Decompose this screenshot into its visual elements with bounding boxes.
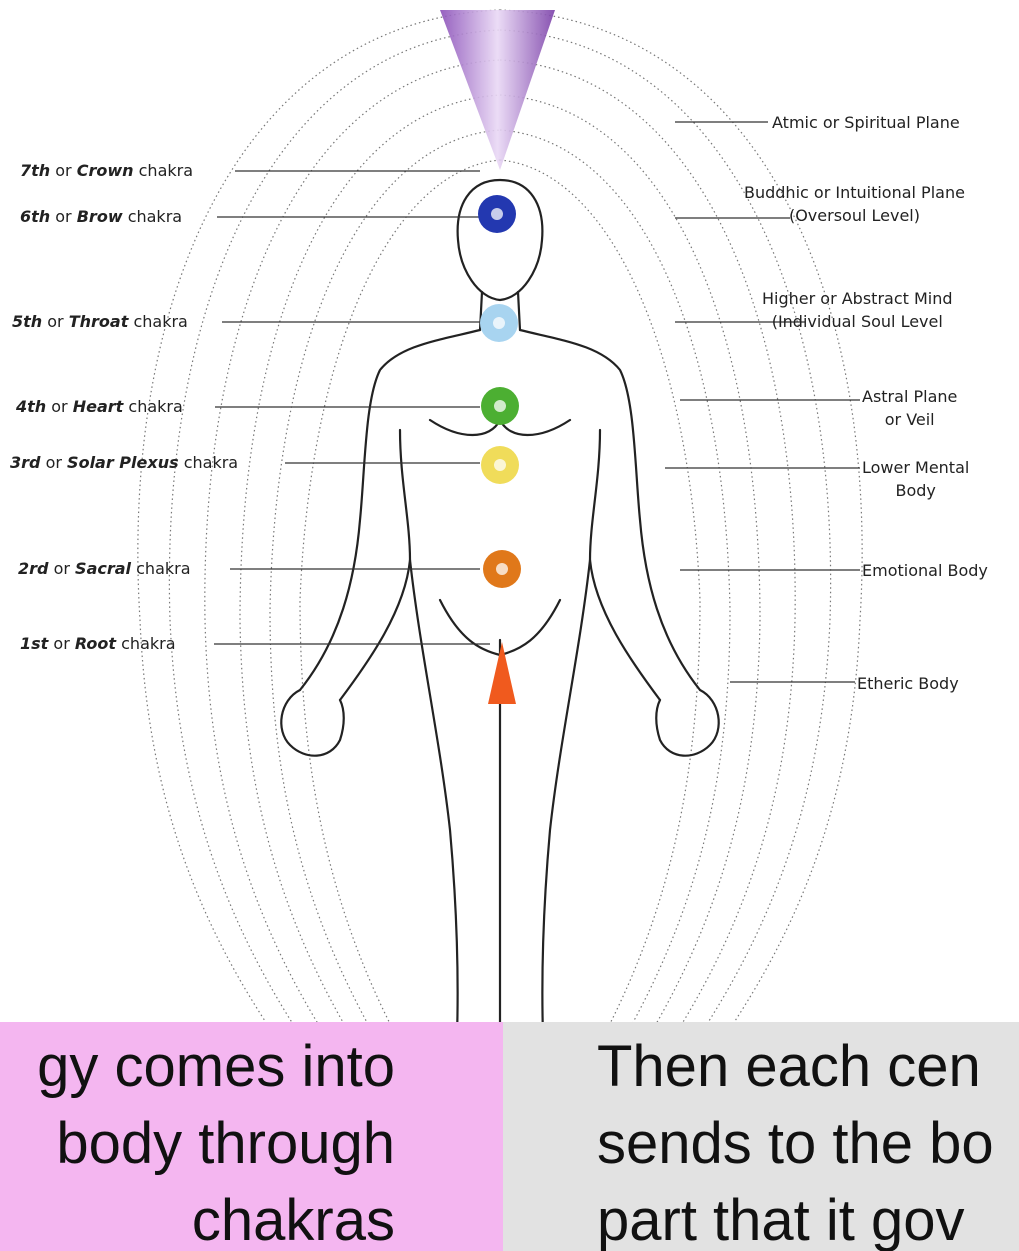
plane-line2: (Oversoul Level)	[744, 204, 965, 227]
caption-left-line-2: body through	[37, 1105, 395, 1182]
caption-right-line-2: sends to the bo	[597, 1105, 994, 1182]
chakra-num: 5th	[12, 312, 42, 331]
plane-line2: Body	[862, 479, 969, 502]
chakra-num: 4th	[16, 397, 46, 416]
chakra-name: Root	[75, 634, 116, 653]
chakra-label-solar-plexus: 3rd or Solar Plexus chakra	[10, 453, 238, 473]
caption-left-line-3: chakras	[37, 1182, 395, 1251]
plane-line2: (Individual Soul Level	[762, 310, 953, 333]
plane-label-etheric: Etheric Body	[857, 672, 959, 695]
caption-left-line-1: gy comes into	[37, 1028, 395, 1105]
torso-left	[300, 330, 480, 690]
chakra-label-brow: 6th or Brow chakra	[20, 207, 182, 227]
torso-right	[520, 330, 700, 690]
chakra-name: Solar Plexus	[67, 453, 179, 472]
chakra-name: Heart	[73, 397, 124, 416]
chakra-suffix: chakra	[133, 312, 187, 331]
chakra-name: Crown	[77, 161, 134, 180]
chakra-suffix: chakra	[121, 634, 175, 653]
caption-right-line-1: Then each cen	[597, 1028, 994, 1105]
chakra-suffix: chakra	[128, 397, 182, 416]
chakra-suffix: chakra	[139, 161, 193, 180]
caption-right-line-3: part that it gov	[597, 1182, 994, 1251]
chakra-label-throat: 5th or Throat chakra	[12, 312, 188, 332]
chakra-suffix: chakra	[136, 559, 190, 578]
chakra-num: 6th	[20, 207, 50, 226]
chakra-points	[478, 195, 521, 704]
connector-word: or	[46, 453, 62, 472]
chakra-dot-highlight	[493, 317, 505, 329]
connector-word: or	[54, 559, 70, 578]
plane-line1: Buddhic or Intuitional Plane	[744, 181, 965, 204]
plane-line1: Atmic or Spiritual Plane	[772, 113, 960, 132]
chakra-num: 2rd	[18, 559, 48, 578]
crown-light-beam	[440, 10, 555, 170]
right-arm-inner	[590, 430, 660, 700]
plane-label-buddhic: Buddhic or Intuitional Plane (Oversoul L…	[744, 181, 965, 227]
chakra-dot-highlight	[491, 208, 503, 220]
caption-left-panel: gy comes into body through chakras	[0, 1022, 503, 1251]
connector-word: or	[55, 161, 71, 180]
plane-label-atmic: Atmic or Spiritual Plane	[772, 111, 960, 134]
chakra-num: 7th	[20, 161, 50, 180]
chakra-dot-highlight	[494, 459, 506, 471]
chakra-dot-highlight	[494, 400, 506, 412]
right-hand	[656, 690, 718, 756]
chakra-dot-highlight	[496, 563, 508, 575]
chakra-label-sacral: 2rd or Sacral chakra	[18, 559, 191, 579]
connector-word: or	[53, 634, 69, 653]
caption-right-panel: Then each cen sends to the bo part that …	[503, 1022, 1019, 1251]
chakra-label-root: 1st or Root chakra	[20, 634, 176, 654]
chakra-name: Sacral	[75, 559, 131, 578]
left-hand	[281, 690, 343, 756]
chakra-label-crown: 7th or Crown chakra	[20, 161, 193, 181]
plane-label-lower-mental: Lower Mental Body	[862, 456, 969, 502]
chakra-num: 1st	[20, 634, 48, 653]
chakra-name: Brow	[77, 207, 123, 226]
plane-line1: Higher or Abstract Mind	[762, 287, 953, 310]
plane-line1: Etheric Body	[857, 674, 959, 693]
plane-label-higher-mind: Higher or Abstract Mind (Individual Soul…	[762, 287, 953, 333]
chakra-label-heart: 4th or Heart chakra	[16, 397, 183, 417]
plane-line1: Emotional Body	[862, 561, 988, 580]
left-arm-inner	[340, 430, 410, 700]
chakra-suffix: chakra	[128, 207, 182, 226]
plane-line1: Astral Plane	[862, 385, 957, 408]
chakra-suffix: chakra	[184, 453, 238, 472]
plane-line1: Lower Mental	[862, 456, 969, 479]
connector-word: or	[55, 207, 71, 226]
chakra-num: 3rd	[10, 453, 40, 472]
connector-word: or	[51, 397, 67, 416]
chakra-name: Throat	[69, 312, 129, 331]
plane-line2: or Veil	[862, 408, 957, 431]
connector-word: or	[47, 312, 63, 331]
plane-label-emotional: Emotional Body	[862, 559, 988, 582]
plane-label-astral: Astral Plane or Veil	[862, 385, 957, 431]
